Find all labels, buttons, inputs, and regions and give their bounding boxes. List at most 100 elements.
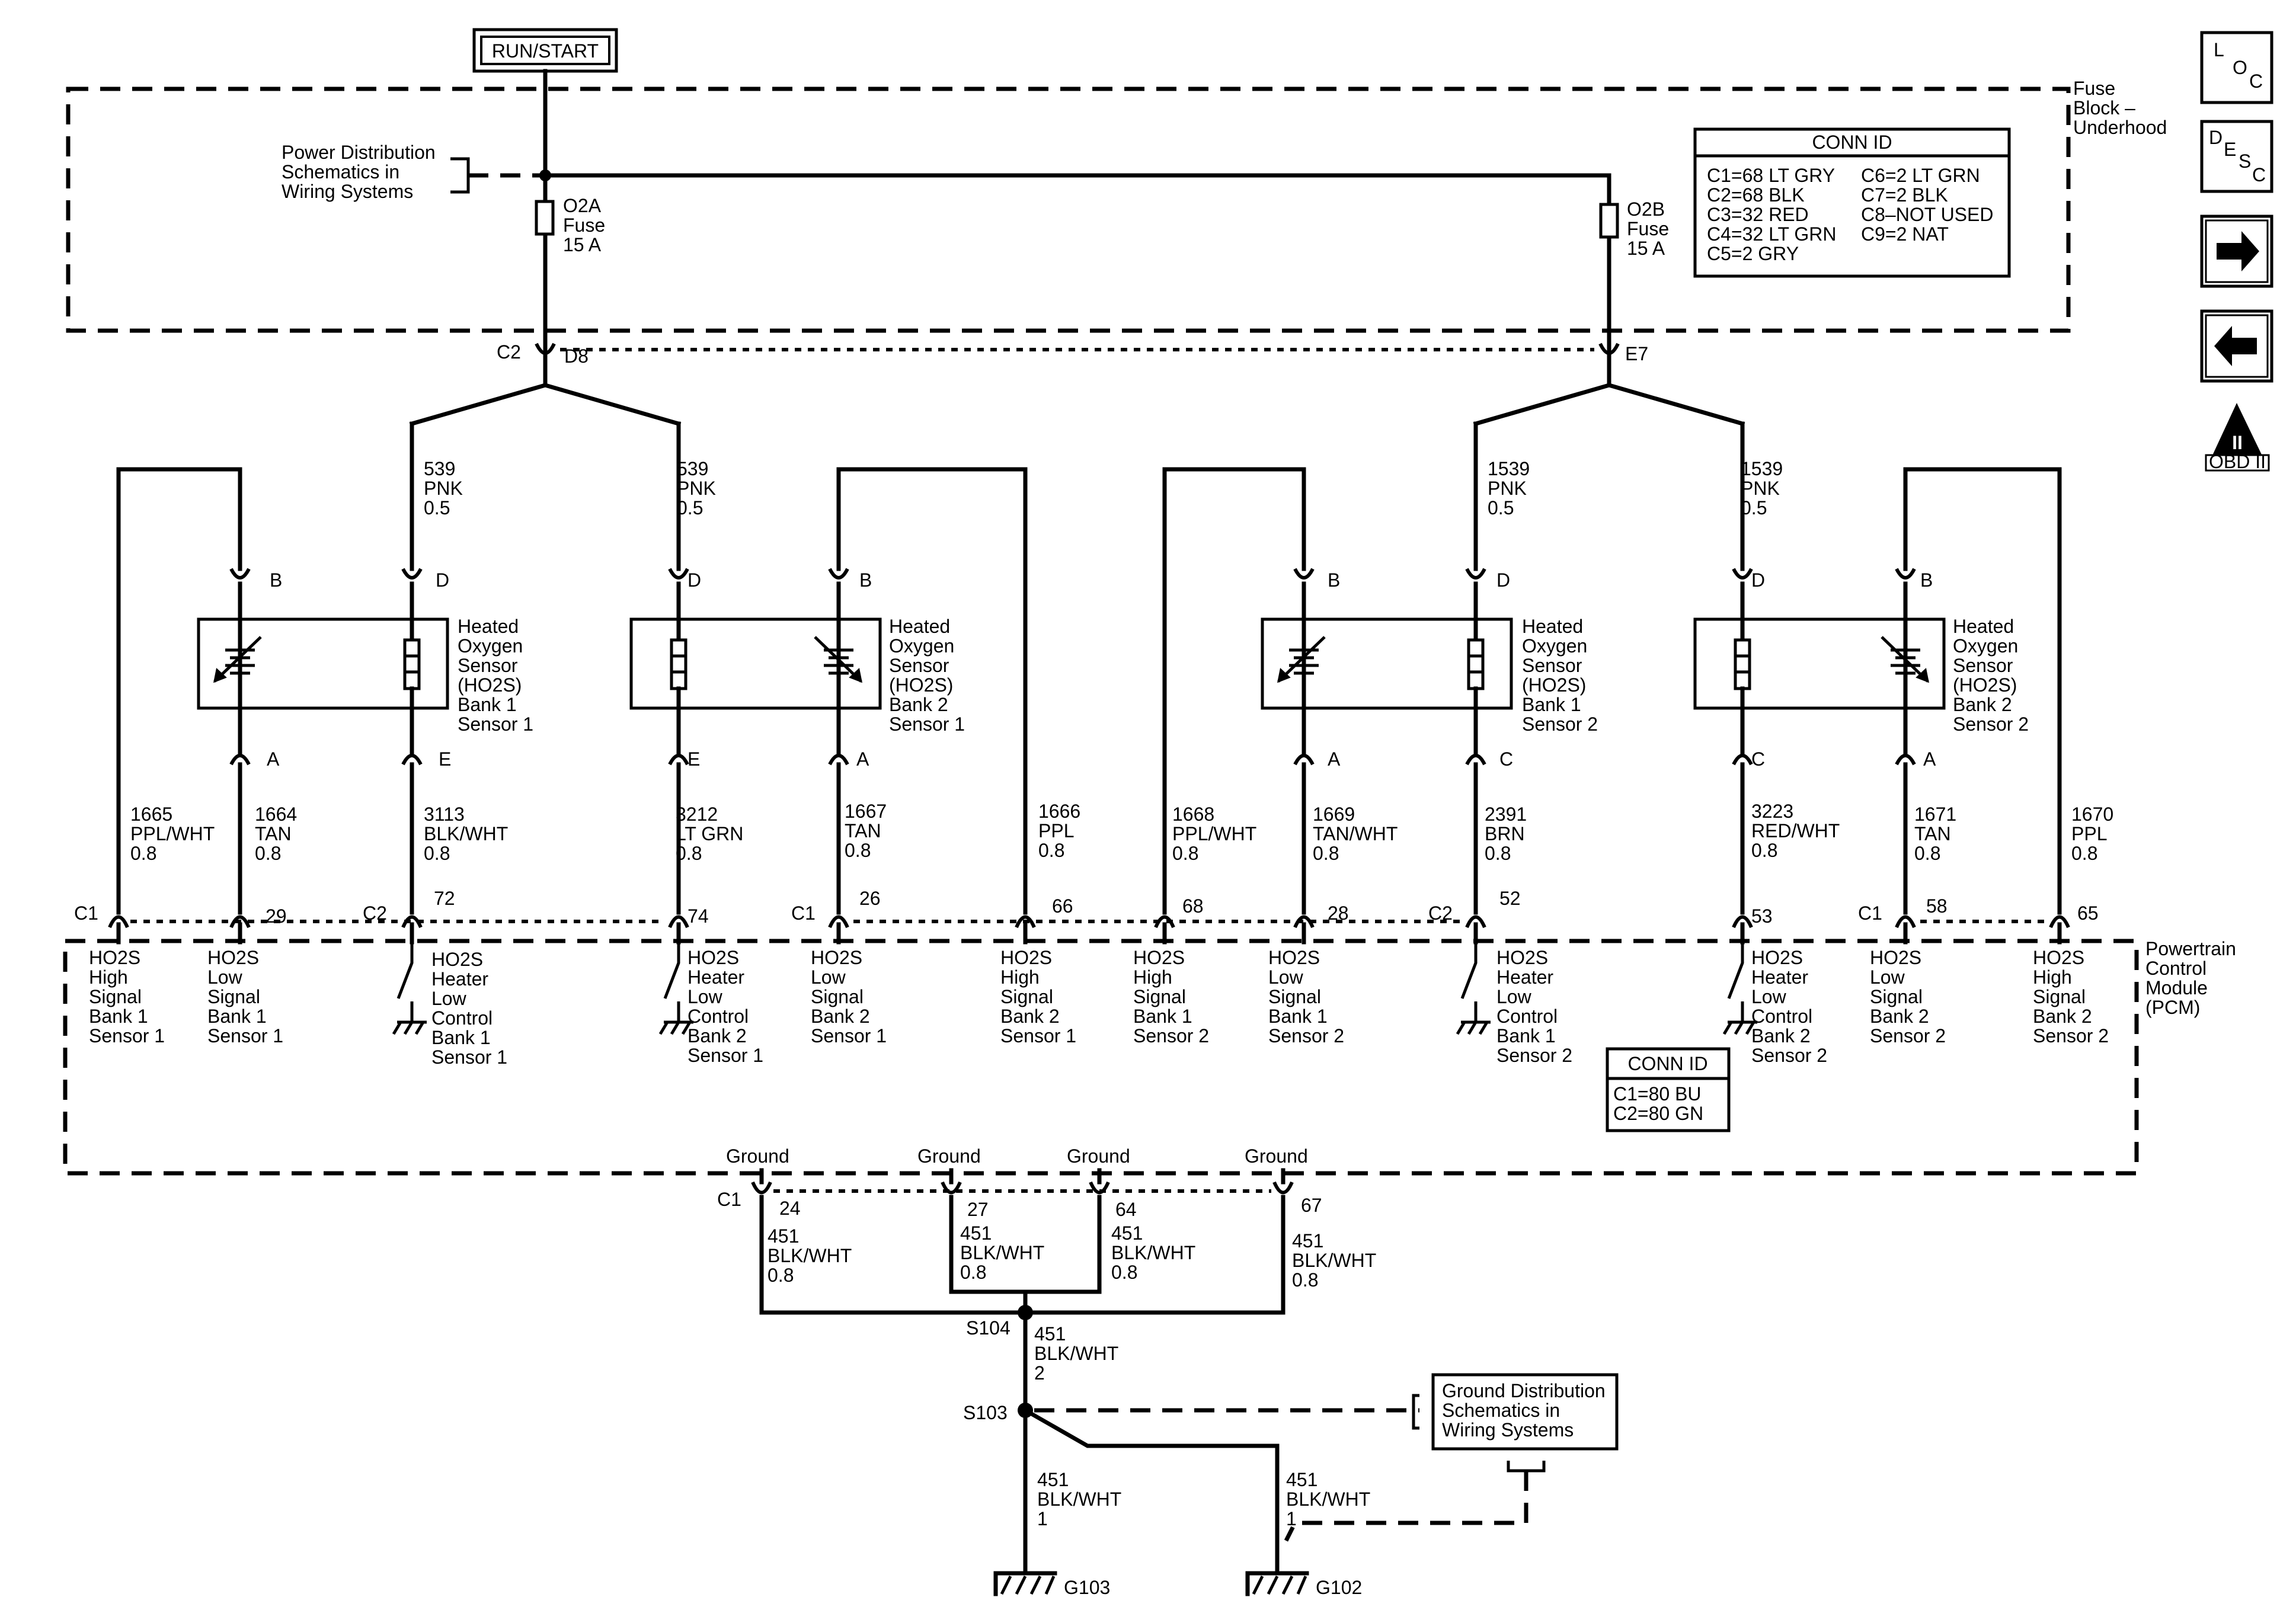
svg-text:1667: 1667 [845,801,887,822]
svg-text:S104: S104 [966,1317,1011,1339]
svg-text:Low: Low [431,988,467,1009]
svg-text:Signal: Signal [1870,986,1923,1007]
svg-text:B: B [1328,569,1340,591]
ho2s-bank2-sensor1: D B E A Heated Oxygen Sensor (HO2S) Bank… [629,568,965,770]
svg-text:Sensor: Sensor [1522,655,1582,676]
ho2s-bank1-sensor1: B D A E Heated Oxygen Sensor (HO2S) Bank… [197,568,533,770]
svg-text:Oxygen: Oxygen [458,635,523,657]
svg-text:Schematics in: Schematics in [1442,1400,1560,1421]
svg-text:1670: 1670 [2071,804,2113,825]
svg-text:C2: C2 [363,902,387,924]
run-start-label: RUN/START [472,28,618,73]
svg-text:PPL/WHT: PPL/WHT [130,823,215,844]
svg-text:Wiring Systems: Wiring Systems [1442,1419,1574,1441]
svg-text:0.8: 0.8 [1914,843,1940,864]
svg-text:Sensor 1: Sensor 1 [431,1046,507,1068]
svg-text:2: 2 [1034,1362,1045,1384]
fuse-output-connectors: C2 D8 E7 [497,341,1648,367]
pcm-ground-connectors: Ground Ground Ground Ground C1 24 27 64 … [717,1145,1322,1220]
svg-text:451: 451 [1286,1469,1318,1490]
svg-text:A: A [1328,748,1341,770]
svg-text:72: 72 [434,888,455,909]
feed-wire-labels: 539 PNK 0.5 539 PNK 0.5 1539 PNK 0.5 153… [424,458,1783,518]
svg-text:II: II [2232,432,2243,453]
svg-text:OBD II: OBD II [2209,451,2266,472]
svg-text:Signal: Signal [1000,986,1053,1007]
previous-arrow-icon[interactable] [2200,309,2273,383]
svg-text:74: 74 [687,905,709,927]
svg-text:28: 28 [1328,902,1349,924]
svg-text:Power Distribution: Power Distribution [282,142,436,163]
svg-text:1671: 1671 [1914,804,1956,825]
svg-text:TAN/WHT: TAN/WHT [1313,823,1398,844]
svg-text:Bank 2: Bank 2 [687,1025,747,1046]
svg-text:O2B: O2B [1627,199,1665,220]
svg-text:LT GRN: LT GRN [676,823,743,844]
svg-text:0.5: 0.5 [677,497,703,518]
obd-ii-icon[interactable]: II OBD II [2205,403,2270,472]
svg-text:BLK/WHT: BLK/WHT [1111,1242,1195,1263]
svg-text:PNK: PNK [677,478,716,499]
svg-text:TAN: TAN [1914,823,1951,844]
ground-g102: G102 [1245,1571,1362,1598]
pcm-pin-labels: HO2S High Signal Bank 1 Sensor 1 HO2S Lo… [89,947,2109,1068]
svg-text:Bank 1: Bank 1 [1522,694,1581,715]
svg-text:C1: C1 [74,902,98,924]
svg-text:3212: 3212 [676,804,718,825]
svg-text:0.5: 0.5 [1488,497,1514,518]
svg-text:Signal: Signal [89,986,142,1007]
svg-text:Heated: Heated [1953,616,2014,637]
svg-text:Sensor 1: Sensor 1 [889,713,965,735]
svg-text:High: High [1133,966,1172,988]
svg-text:HO2S: HO2S [431,949,483,970]
svg-text:15 A: 15 A [563,234,602,255]
svg-text:C7=2 BLK: C7=2 BLK [1861,184,1948,206]
svg-text:Sensor 1: Sensor 1 [458,713,533,735]
svg-text:Fuse: Fuse [2073,78,2115,99]
svg-text:C9=2 NAT: C9=2 NAT [1861,223,1949,245]
svg-text:Block –: Block – [2073,97,2135,119]
desc-button[interactable]: D E S C [2200,120,2273,193]
svg-text:HO2S: HO2S [1000,947,1052,968]
svg-text:29: 29 [266,905,287,927]
fuse-block-label: Fuse Block – Underhood [2073,78,2167,138]
svg-text:1: 1 [1286,1508,1297,1529]
svg-text:451: 451 [768,1225,799,1247]
svg-text:451: 451 [960,1222,992,1244]
svg-text:Sensor 1: Sensor 1 [207,1025,283,1046]
pcm-low-side-drivers [392,942,1757,1035]
svg-text:C2: C2 [497,341,521,363]
svg-text:Underhood: Underhood [2073,117,2167,138]
svg-text:Low: Low [1268,966,1304,988]
svg-text:68: 68 [1182,895,1204,917]
svg-text:Signal: Signal [1268,986,1321,1007]
svg-text:C: C [2249,71,2263,92]
svg-text:65: 65 [2077,902,2099,924]
svg-text:G103: G103 [1064,1577,1110,1598]
svg-text:0.8: 0.8 [2071,843,2097,864]
svg-text:Heated: Heated [458,616,519,637]
svg-text:(HO2S): (HO2S) [458,674,522,696]
pcm-wire-labels: 1665 PPL/WHT 0.8 1664 TAN 0.8 3113 BLK/W… [130,801,2113,864]
svg-text:CONN ID: CONN ID [1812,132,1892,153]
loc-button[interactable]: L O C [2200,31,2273,104]
next-arrow-icon[interactable] [2200,215,2273,288]
svg-text:PPL/WHT: PPL/WHT [1172,823,1256,844]
svg-text:Oxygen: Oxygen [889,635,954,657]
svg-text:High: High [2033,966,2072,988]
svg-text:D: D [687,569,701,591]
svg-text:Low: Low [687,986,723,1007]
svg-text:Bank 1: Bank 1 [89,1006,148,1027]
svg-text:B: B [1920,569,1933,591]
svg-text:C5=2 GRY: C5=2 GRY [1707,243,1799,264]
svg-text:Bank 1: Bank 1 [207,1006,267,1027]
svg-text:C: C [1499,748,1513,770]
svg-text:Ground: Ground [726,1145,789,1167]
ho2s-bank2-sensor2: D B C A Heated Oxygen Sensor (HO2S) Bank… [1693,568,2029,770]
svg-text:53: 53 [1751,905,1773,927]
svg-text:0.8: 0.8 [1172,843,1198,864]
svg-text:S: S [2239,151,2251,172]
svg-text:52: 52 [1499,888,1521,909]
svg-text:(HO2S): (HO2S) [889,674,953,696]
